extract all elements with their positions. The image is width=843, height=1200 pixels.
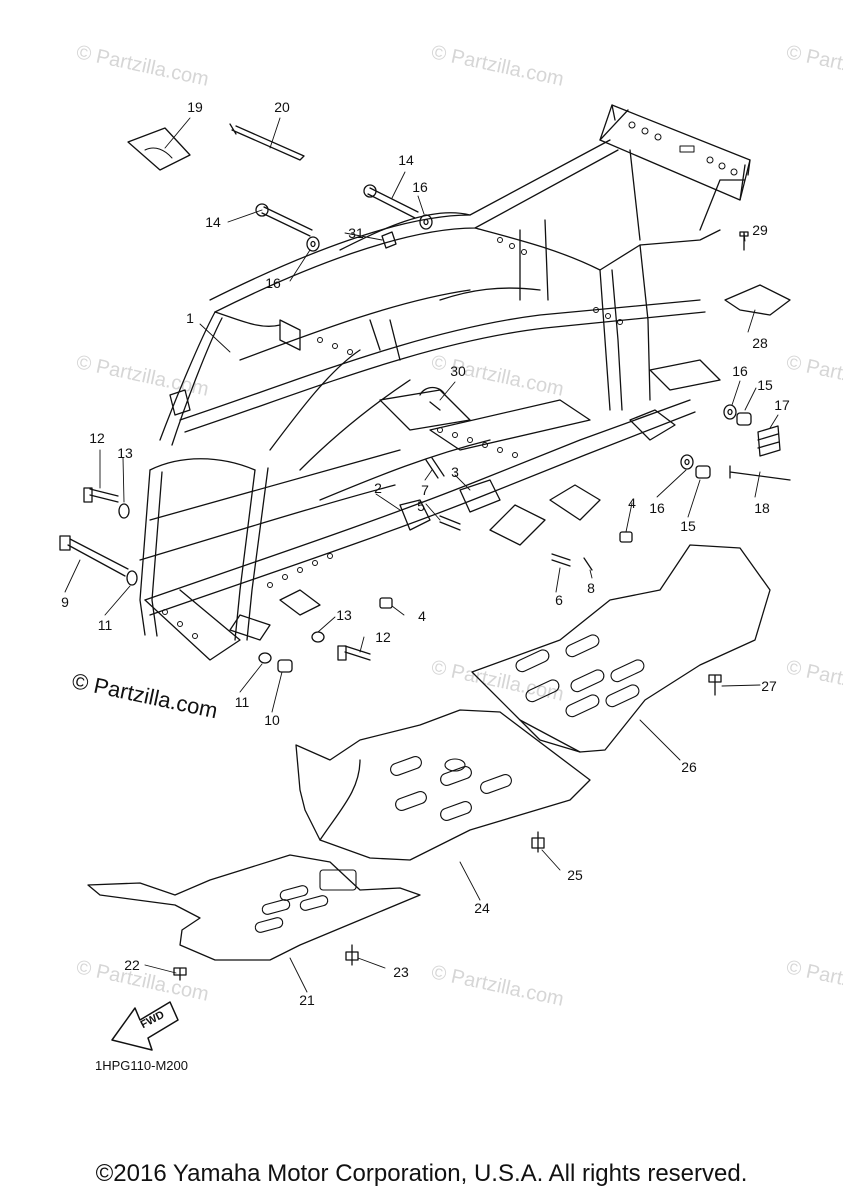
- part-13-washer: [311, 631, 325, 643]
- callout-17: 17: [774, 397, 790, 413]
- part-27-bolt: [708, 674, 722, 696]
- callout-1: 1: [186, 310, 194, 326]
- part-28-bracket: [724, 284, 791, 316]
- part-7-bolt: [425, 457, 445, 479]
- part-23-bolt: [345, 944, 359, 966]
- callout-14: 14: [398, 152, 414, 168]
- callout-15: 15: [680, 518, 696, 534]
- callout-7: 7: [421, 482, 429, 498]
- callout-5: 5: [417, 498, 425, 514]
- callout-2: 2: [374, 480, 382, 496]
- copyright-notice: ©2016 Yamaha Motor Corporation, U.S.A. A…: [95, 1160, 748, 1187]
- callout-25: 25: [567, 867, 583, 883]
- callout-13: 13: [117, 445, 133, 461]
- callout-16: 16: [649, 500, 665, 516]
- callout-13: 13: [336, 607, 352, 623]
- part-8-bolt: [583, 557, 593, 571]
- main-frame: [139, 104, 751, 661]
- part-24-skid-plate: [295, 709, 591, 861]
- part-16-washer: [306, 214, 737, 470]
- part-19-label: [127, 127, 191, 171]
- callout-16: 16: [265, 275, 281, 291]
- part-11-washer: [126, 570, 138, 586]
- callout-27: 27: [761, 678, 777, 694]
- part-30-bolt: [419, 386, 446, 411]
- part-9-bolt: [59, 535, 129, 577]
- callout-22: 22: [124, 957, 140, 973]
- callout-10: 10: [264, 712, 280, 728]
- diagram-code: 1HPG110-M200: [95, 1058, 188, 1073]
- callout-18: 18: [754, 500, 770, 516]
- part-31-clip: [381, 231, 397, 249]
- part-22-bolt: [173, 967, 187, 981]
- part-13-washer: [118, 503, 130, 519]
- part-18-bolt: [729, 465, 791, 481]
- callout-9: 9: [61, 594, 69, 610]
- part-17-bushing: [757, 425, 781, 457]
- fwd-arrow-icon: [111, 1001, 179, 1051]
- part-4-nut: [379, 597, 393, 609]
- callout-3: 3: [451, 464, 459, 480]
- part-5-bolt: [439, 515, 461, 531]
- callout-11: 11: [234, 694, 250, 710]
- callout-24: 24: [474, 900, 490, 916]
- callout-21: 21: [299, 992, 315, 1008]
- callout-8: 8: [587, 580, 595, 596]
- callout-12: 12: [375, 629, 391, 645]
- callout-12: 12: [89, 430, 105, 446]
- callout-29: 29: [752, 222, 768, 238]
- callout-4: 4: [418, 608, 426, 624]
- callout-31: 31: [348, 225, 364, 241]
- callout-16: 16: [412, 179, 428, 195]
- part-15-nut: [695, 412, 752, 479]
- part-6-bolt: [551, 553, 571, 567]
- part-25-bolt: [531, 831, 545, 853]
- part-12-bolt: [83, 487, 371, 661]
- part-2-bracket: [399, 499, 431, 531]
- callout-15: 15: [757, 377, 773, 393]
- callout-11: 11: [97, 617, 113, 633]
- callout-19: 19: [187, 99, 203, 115]
- callout-26: 26: [681, 759, 697, 775]
- part-4-nut: [619, 531, 633, 543]
- part-20-pin: [229, 123, 305, 161]
- callout-6: 6: [555, 592, 563, 608]
- callout-28: 28: [752, 335, 768, 351]
- part-3-bracket: [459, 479, 501, 513]
- callout-30: 30: [450, 363, 466, 379]
- part-14-bolt: [255, 184, 419, 237]
- callout-16: 16: [732, 363, 748, 379]
- leader-lines: [64, 117, 779, 993]
- part-10-nut: [277, 659, 293, 673]
- callout-23: 23: [393, 964, 409, 980]
- part-11-washer: [258, 652, 272, 664]
- callout-20: 20: [274, 99, 290, 115]
- callout-4: 4: [628, 495, 636, 511]
- part-21-skid-plate: [87, 854, 421, 961]
- part-26-skid-plate: [471, 544, 771, 753]
- callout-14: 14: [205, 214, 221, 230]
